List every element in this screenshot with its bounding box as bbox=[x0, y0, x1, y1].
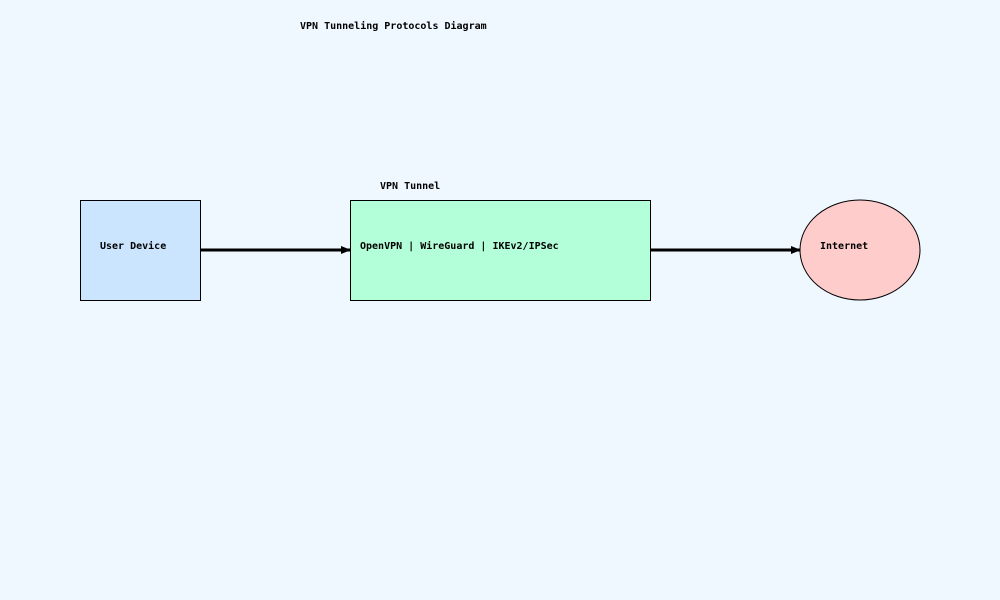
vpn-tunnel-caption: VPN Tunnel bbox=[380, 181, 440, 192]
internet-label: Internet bbox=[820, 241, 868, 252]
diagram-title: VPN Tunneling Protocols Diagram bbox=[300, 20, 487, 32]
user-device-label: User Device bbox=[100, 240, 166, 252]
internet-node bbox=[799, 199, 921, 301]
user-device-box bbox=[80, 200, 201, 301]
vpn-tunnel-box bbox=[350, 200, 651, 301]
vpn-protocols-label: OpenVPN | WireGuard | IKEv2/IPSec bbox=[360, 240, 559, 252]
